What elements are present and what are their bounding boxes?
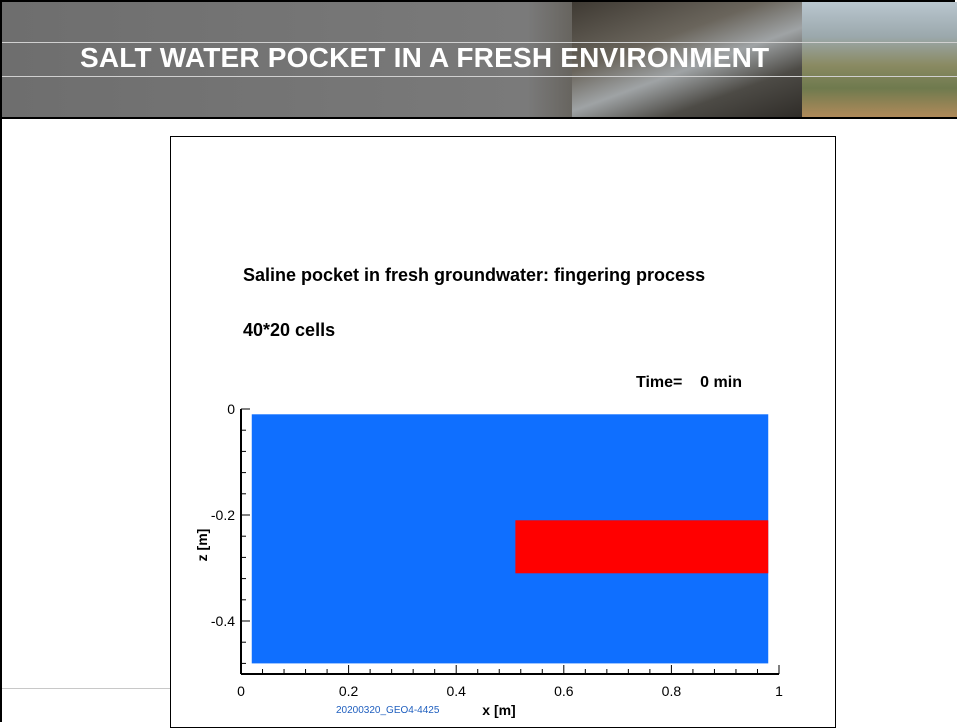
footer-code: 20200320_GEO4-4425 xyxy=(336,705,440,716)
landscape-photo xyxy=(802,2,957,117)
chart-subtitle: 40*20 cells xyxy=(243,320,336,340)
slide-title: SALT WATER POCKET IN A FRESH ENVIRONMENT xyxy=(80,42,770,73)
y-tick-label: -0.4 xyxy=(211,613,235,629)
footer-rule xyxy=(2,688,170,689)
time-annotation: Time= 0 min xyxy=(636,374,742,391)
x-tick-label: 1 xyxy=(775,683,783,699)
y-tick-label: -0.2 xyxy=(211,507,235,523)
title-banner: SALT WATER POCKET IN A FRESH ENVIRONMENT xyxy=(2,2,957,119)
x-tick-label: 0 xyxy=(237,683,245,699)
x-tick-label: 0.2 xyxy=(339,683,359,699)
saline-pocket xyxy=(515,520,769,574)
bridge-photo xyxy=(572,2,802,117)
y-tick-label: 0 xyxy=(227,401,235,417)
y-axis-label: z [m] xyxy=(194,529,210,562)
chart-title: Saline pocket in fresh groundwater: fing… xyxy=(243,265,706,285)
x-axis-label: x [m] xyxy=(482,702,515,718)
banner-rule-bottom xyxy=(2,76,957,77)
x-tick-label: 0.8 xyxy=(662,683,682,699)
banner-rule-top xyxy=(2,42,957,43)
x-tick-label: 0.4 xyxy=(446,683,466,699)
x-tick-label: 0.6 xyxy=(554,683,574,699)
